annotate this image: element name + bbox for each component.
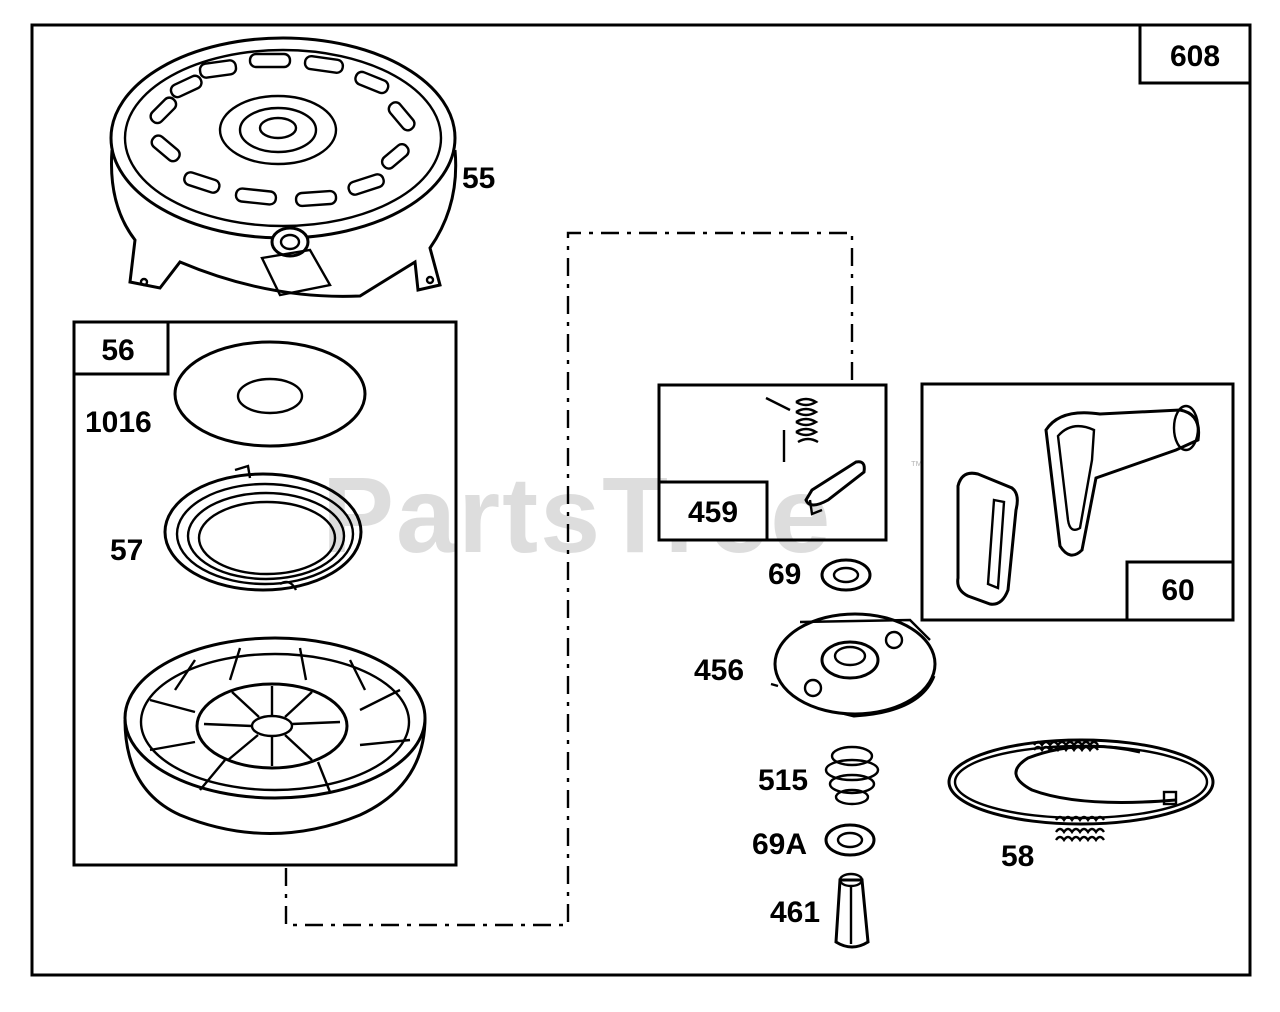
- pawl-spring-kit-label: 459: [688, 496, 738, 529]
- group-label: 608: [1170, 40, 1220, 73]
- starter-pulley-assembly-label-box: [72, 320, 170, 376]
- blower-housing[interactable]: [109, 36, 458, 298]
- outer-frame: [30, 23, 1252, 977]
- starter-pulley-assembly-box: [72, 320, 458, 867]
- label-57: 57: [110, 534, 143, 567]
- label-456: 456: [694, 654, 744, 687]
- pin-461[interactable]: [834, 872, 870, 949]
- ratchet[interactable]: [770, 612, 937, 718]
- label-69a: 69A: [752, 828, 807, 861]
- starter-pulley-assembly-label: 56: [101, 334, 134, 367]
- washer-1016[interactable]: [173, 340, 367, 448]
- starter-handle-kit-label: 60: [1161, 574, 1194, 607]
- washer-69a[interactable]: [824, 823, 876, 857]
- starter-handle-kit-label-box: [1125, 560, 1235, 622]
- label-58: 58: [1001, 840, 1034, 873]
- rewind-spring[interactable]: [163, 464, 363, 592]
- pawl-spring-kit-label-box: [657, 480, 769, 542]
- label-461: 461: [770, 896, 820, 929]
- starter-handle-kit-box: [920, 382, 1235, 622]
- label-69: 69: [768, 558, 801, 591]
- starter-handle[interactable]: [1044, 404, 1201, 557]
- label-55: 55: [462, 162, 495, 195]
- starter-handle-insert[interactable]: [956, 471, 1019, 606]
- watermark-trademark: ™: [910, 458, 923, 473]
- starter-pulley[interactable]: [123, 636, 427, 835]
- pawl[interactable]: [804, 460, 866, 516]
- assembly-connector-line: [284, 231, 854, 927]
- label-515: 515: [758, 764, 808, 797]
- pawl-spring-kit-box: [657, 383, 888, 542]
- washer-69[interactable]: [820, 558, 872, 592]
- label-1016: 1016: [85, 406, 152, 439]
- spring-515[interactable]: [824, 745, 880, 806]
- group-label-box: [1138, 23, 1252, 85]
- starter-rope[interactable]: [947, 738, 1215, 843]
- pawl-spring[interactable]: [765, 396, 819, 462]
